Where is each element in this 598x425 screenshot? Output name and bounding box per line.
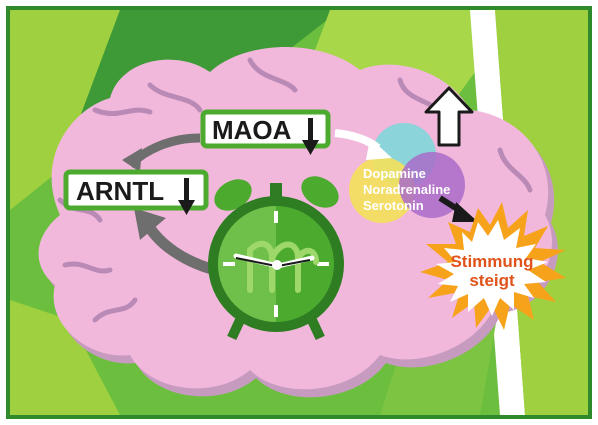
mood-label-line1: Stimmung bbox=[450, 252, 533, 271]
clock-center bbox=[272, 260, 282, 270]
maoa-label: MAOA bbox=[212, 115, 292, 145]
arntl-label-box: ARNTL bbox=[66, 172, 206, 215]
dopamine-label: Dopamine bbox=[363, 166, 426, 181]
clock-stem bbox=[270, 183, 282, 197]
noradrenaline-label: Noradrenaline bbox=[363, 182, 450, 197]
arntl-label: ARNTL bbox=[76, 176, 164, 206]
serotonin-label: Serotonin bbox=[363, 198, 424, 213]
mood-label-line2: steigt bbox=[469, 271, 515, 290]
